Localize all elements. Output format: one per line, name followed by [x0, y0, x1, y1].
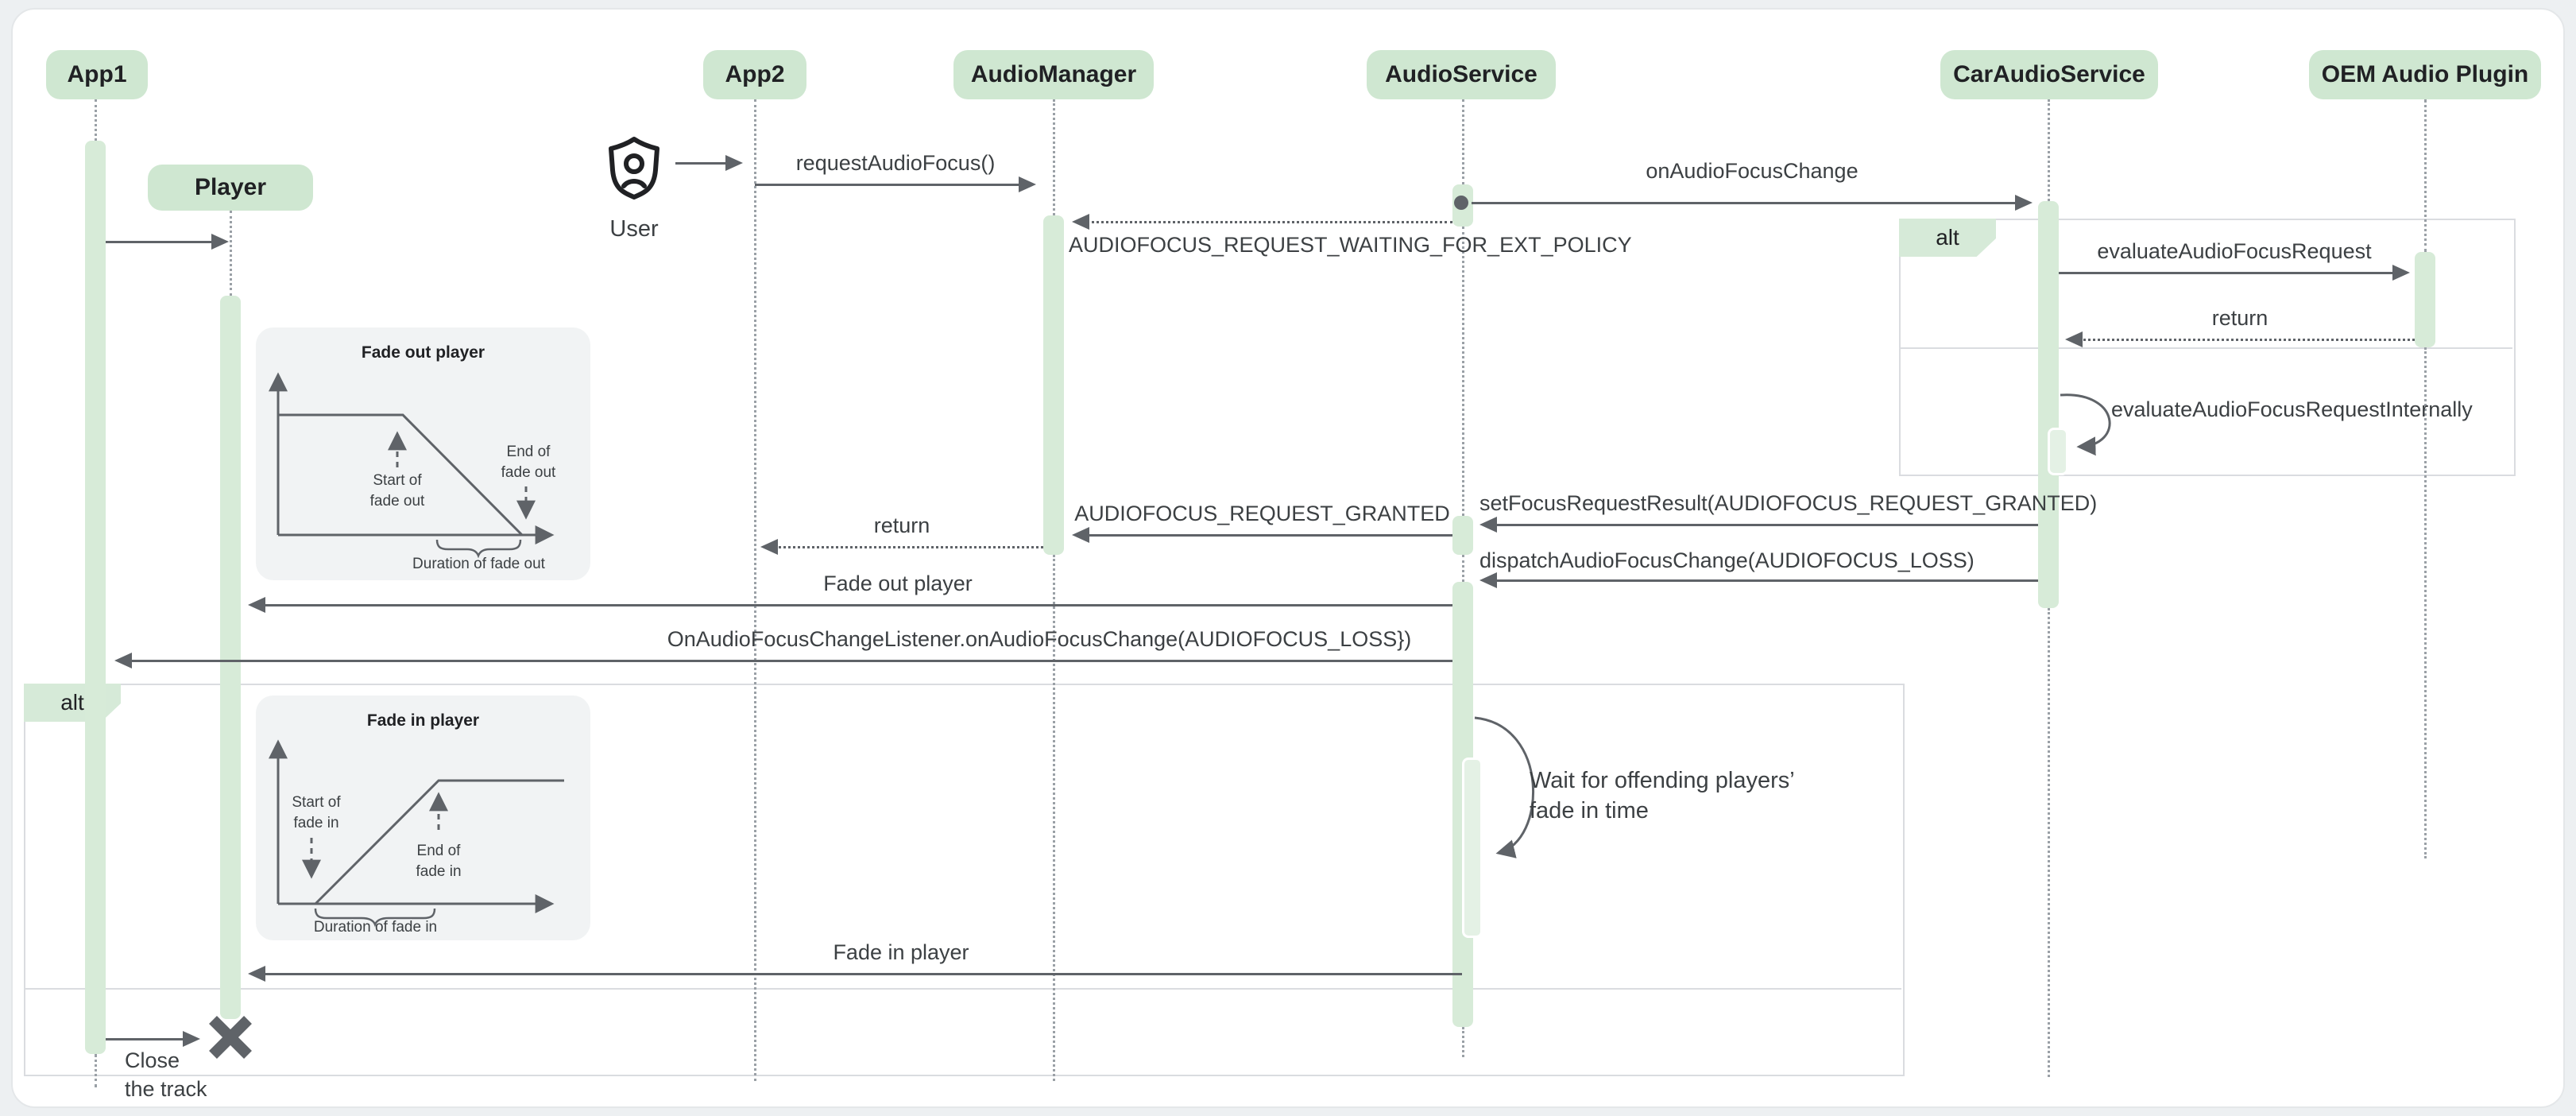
arrow-on-audio-focus-change-label: onAudioFocusChange — [1646, 159, 1859, 183]
activation-app1 — [85, 141, 106, 1054]
arrow-close-track-line — [106, 1038, 186, 1040]
lifeline-oem — [2424, 99, 2427, 252]
alt-frame-left-label: alt — [24, 684, 121, 722]
activation-audioservice-2 — [1452, 516, 1473, 555]
lifeline-app2 — [754, 99, 756, 1081]
actor-user-label: User — [609, 216, 659, 242]
arrow-request-audio-focus-line — [755, 184, 1022, 186]
arrow-listener-loss-line — [129, 660, 1452, 662]
arrow-fade-out-player-label: Fade out player — [823, 572, 973, 595]
arrow-on-audio-focus-change-line — [1472, 202, 2018, 204]
arrow-close-track-head — [183, 1031, 200, 1047]
lifeline-app1 — [95, 99, 97, 141]
activation-player — [220, 296, 241, 1019]
activation-audiomanager — [1043, 215, 1064, 555]
lifeline-oem-tail — [2424, 347, 2427, 858]
participant-audioservice: AudioService — [1367, 50, 1556, 99]
fade-out-start-label: Start of fade out — [369, 472, 425, 510]
message-evaluate-internally: evaluateAudioFocusRequestInternally — [2111, 397, 2473, 421]
participant-oem-audio-plugin: OEM Audio Plugin — [2309, 50, 2541, 99]
lifeline-player — [230, 211, 232, 296]
arrow-waiting-ext-policy-label: AUDIOFOCUS_REQUEST_WAITING_FOR_EXT_POLIC… — [1069, 233, 1632, 257]
fade-in-duration-label: Duration of fade in — [313, 919, 438, 936]
activation-audioservice-wait — [1462, 758, 1483, 938]
arrow-user-to-app2-line — [675, 162, 729, 165]
fade-out-end-label: End of fade out — [501, 444, 556, 481]
activation-caraudioservice — [2038, 201, 2059, 608]
arrow-fade-in-player-label: Fade in player — [833, 940, 969, 964]
lifeline-app1-tail — [95, 1054, 97, 1087]
wait-note: Wait for offending players’ fade in time — [1530, 768, 1795, 823]
activation-audioservice-1 — [1452, 184, 1473, 227]
arrow-request-audio-focus-label: requestAudioFocus() — [795, 151, 996, 175]
arrow-app1-to-player-head — [211, 234, 229, 250]
arrow-set-focus-result-head — [1479, 517, 1497, 533]
arrow-return-app2-label: return — [873, 513, 930, 537]
arrow-request-granted-line — [1086, 534, 1452, 537]
arrow-evaluate-request-line — [2059, 272, 2396, 274]
fade-in-end-label: End of fade in — [416, 843, 462, 880]
arrow-return-oem-label: return — [2211, 306, 2269, 330]
arrow-request-granted-head — [1072, 527, 1089, 543]
arrow-on-audio-focus-change-head — [2015, 195, 2033, 211]
arrow-listener-loss-head — [114, 653, 132, 668]
alt-frame-left-divider — [24, 988, 1901, 990]
arrow-waiting-ext-policy-head — [1072, 214, 1089, 230]
arrow-dispatch-loss-line — [1494, 579, 2038, 582]
arrow-app1-to-player-line — [106, 241, 215, 243]
participant-player: Player — [148, 165, 313, 211]
participant-app1: App1 — [46, 50, 148, 99]
arrow-set-focus-result-label: setFocusRequestResult(AUDIOFOCUS_REQUEST… — [1479, 491, 2098, 515]
lifeline-caraudioservice — [2048, 99, 2050, 201]
arrow-waiting-ext-policy-line — [1086, 221, 1452, 223]
arrow-return-oem-head — [2065, 331, 2083, 347]
close-track-label: Close the track — [125, 1048, 207, 1101]
activation-oem — [2415, 252, 2435, 347]
arrow-request-granted-label: AUDIOFOCUS_REQUEST_GRANTED — [1074, 502, 1450, 525]
fade-in-start-label: Start of fade in — [292, 794, 341, 831]
arrow-dispatch-loss-head — [1479, 572, 1497, 588]
lifeline-audioservice-mid2 — [1462, 555, 1464, 582]
fade-in-chart-title: Fade in player — [366, 711, 480, 730]
arrow-evaluate-request-head — [2392, 265, 2410, 281]
alt-frame-right-label: alt — [1899, 219, 1996, 257]
participant-app2: App2 — [703, 50, 806, 99]
arrow-listener-loss-label: OnAudioFocusChangeListener.onAudioFocusC… — [667, 627, 1412, 651]
fade-out-chart-title: Fade out player — [361, 343, 485, 362]
lifeline-audioservice-tail — [1462, 1027, 1464, 1057]
lifeline-caraudioservice-tail — [2048, 608, 2050, 1077]
arrow-return-oem-line — [2079, 339, 2415, 341]
arrow-dispatch-loss-label: dispatchAudioFocusChange(AUDIOFOCUS_LOSS… — [1479, 548, 1975, 572]
arrow-fade-in-player-line — [262, 973, 1462, 975]
alt-frame-left — [24, 684, 1905, 1076]
arrow-fade-out-player-line — [262, 604, 1452, 606]
participant-caraudioservice: CarAudioService — [1940, 50, 2158, 99]
arrow-evaluate-request-label: evaluateAudioFocusRequest — [2097, 239, 2372, 263]
lifeline-audiomanager — [1053, 99, 1055, 215]
arrow-return-app2-head — [760, 539, 778, 555]
activation-caraudioservice-internal — [2048, 428, 2068, 475]
alt-frame-right-divider — [1899, 347, 2512, 349]
lifeline-audiomanager-tail — [1053, 555, 1055, 1081]
lifeline-audioservice-mid — [1462, 227, 1464, 516]
lifeline-audioservice — [1462, 99, 1464, 184]
fade-out-duration-label: Duration of fade out — [412, 556, 545, 572]
arrow-user-to-app2-head — [725, 155, 743, 171]
arrow-set-focus-result-line — [1494, 524, 2038, 526]
participant-audiomanager: AudioManager — [953, 50, 1154, 99]
arrow-return-app2-line — [775, 546, 1043, 548]
arrow-fade-in-player-head — [248, 966, 265, 982]
arrow-request-audio-focus-head — [1019, 176, 1036, 192]
arrow-fade-out-player-head — [248, 597, 265, 613]
